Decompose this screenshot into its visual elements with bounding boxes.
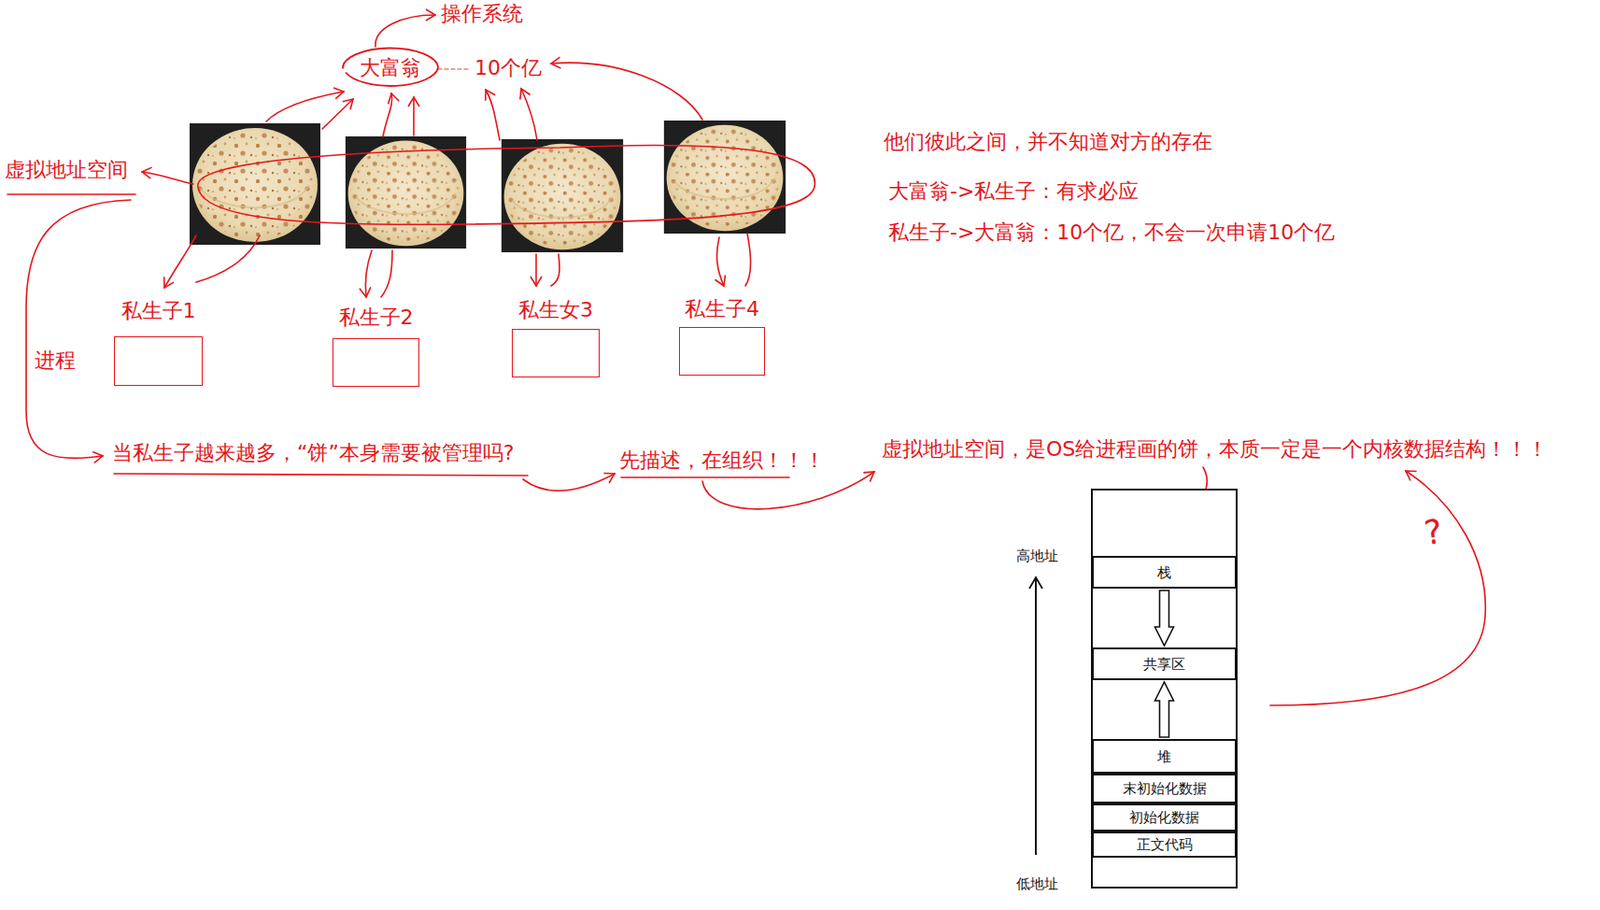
memory-column [1091, 489, 1237, 888]
note-text: 先描述，在组织！！！ [619, 448, 825, 473]
hand-line [381, 250, 393, 298]
pancake-image [664, 120, 786, 234]
hand-arrow [382, 93, 393, 137]
ellipse-stroke [342, 47, 439, 86]
note-text: 10个亿 [474, 56, 542, 81]
segment-text: 正文代码 [1136, 835, 1193, 853]
box-heading: 私生女3 [493, 297, 619, 323]
pancake-pictures [189, 120, 786, 253]
box-heading: 私生子2 [313, 305, 439, 330]
empty-box [679, 326, 765, 376]
memory-segment: 末初始化数据 [1091, 773, 1237, 804]
hand-arrow [266, 91, 344, 122]
text-group: 大富翁 [359, 56, 422, 81]
underline [7, 193, 136, 196]
empty-box [332, 338, 420, 387]
memory-segment: 共享区 [1091, 647, 1237, 680]
underline [621, 476, 790, 479]
circled-node: 大富翁 [340, 46, 440, 91]
process-box: 私生子1 [113, 298, 203, 386]
hand-arrow [521, 88, 538, 141]
segment-text: 初始化数据 [1129, 808, 1200, 826]
process-box: 私生子4 [679, 297, 765, 376]
hand-line [551, 254, 560, 286]
note-text: 进程 [34, 348, 76, 373]
note-text: 高地址 [1016, 547, 1059, 565]
hand-arrow [365, 250, 372, 298]
empty-box [511, 328, 600, 378]
hand-arrow [702, 471, 875, 510]
hand-arrow [164, 235, 197, 288]
hand-arrow [26, 199, 131, 459]
note-text: 他们彼此之间，并不知道对方的存在 [883, 129, 1213, 155]
memory-segment: 初始化数据 [1091, 803, 1237, 832]
node-text: 大富翁 [359, 56, 422, 81]
pancake-image [189, 123, 321, 245]
note-text: 虚拟地址空间 [4, 157, 128, 183]
underline [113, 473, 528, 476]
dash-line [438, 68, 470, 71]
hand-arrow [141, 171, 194, 185]
hand-arrow [523, 473, 615, 491]
memory-segment: 正文代码 [1091, 831, 1237, 858]
note-text: 操作系统 [440, 1, 524, 27]
box-heading: 私生子4 [660, 297, 784, 322]
question-mark: ? [1421, 510, 1445, 553]
hand-arrow [717, 237, 724, 286]
hand-arrow [485, 89, 500, 141]
hand-arrow [322, 99, 354, 129]
process-box: 私生子2 [332, 305, 420, 387]
hand-line [196, 235, 260, 283]
segment-text: 栈 [1157, 564, 1172, 581]
box-heading: 私生子1 [95, 298, 222, 324]
hand-line [745, 233, 751, 286]
hollow-arrow [1155, 590, 1175, 646]
memory-segment: 栈 [1091, 555, 1237, 589]
hand-arrow [551, 62, 703, 120]
note-text: 当私生子越来越多，“饼”本身需要被管理吗? [112, 440, 514, 466]
note-text: 虚拟地址空间，是OS给进程画的饼，本质一定是一个内核数据结构！！！ [881, 437, 1548, 462]
segment-text: 堆 [1157, 748, 1172, 765]
segment-text: 共享区 [1143, 655, 1186, 673]
memory-segment: 堆 [1091, 738, 1237, 774]
hand-arrow [412, 97, 415, 136]
hand-arrow [535, 254, 538, 286]
hand-ring [198, 144, 816, 225]
address-arrow [1034, 577, 1037, 855]
hand-arrow [375, 14, 436, 47]
segment-text: 末初始化数据 [1122, 779, 1207, 797]
note-text: 大富翁->私生子：有求必应 [888, 179, 1139, 204]
hollow-arrow [1155, 681, 1175, 737]
hand-arrows [7, 14, 1486, 706]
empty-box [113, 336, 203, 386]
note-text: 低地址 [1016, 875, 1059, 893]
process-box: 私生女3 [511, 297, 600, 378]
pancake-image [501, 139, 624, 253]
note-text: 私生子->大富翁：10个亿，不会一次申请10个亿 [888, 220, 1335, 245]
hand-arrow [1270, 470, 1486, 706]
